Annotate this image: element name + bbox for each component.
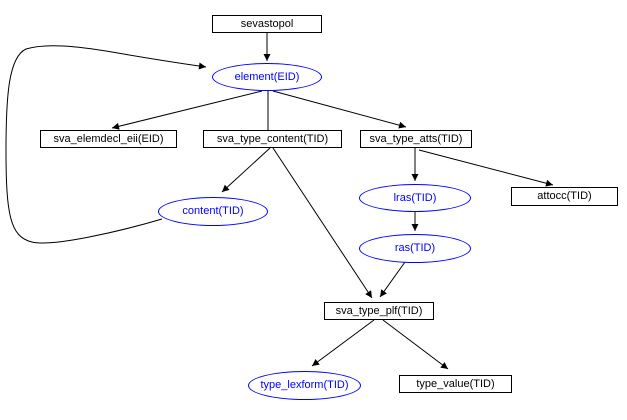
edge-sva_type_atts-attocc: [418, 149, 554, 187]
edge-sva_type_content-sva_type_plf: [272, 147, 373, 299]
node-sevastopol: sevastopol: [212, 15, 322, 33]
edge-sva_type_plf-type_lexform: [311, 319, 375, 367]
node-sva-type-plf: sva_type_plf(TID): [324, 302, 434, 320]
node-ras: ras(TID): [359, 234, 471, 263]
node-sva-type-content: sva_type_content(TID): [203, 130, 342, 148]
edge-sva_type_plf-type_value: [382, 319, 449, 370]
edge-sva_type_content-content: [221, 147, 271, 193]
node-content: content(TID): [158, 197, 268, 226]
node-type-lexform: type_lexform(TID): [248, 371, 361, 400]
node-type-value: type_value(TID): [399, 375, 512, 393]
node-element: element(EID): [212, 63, 322, 91]
edge-element-sva_type_atts: [272, 90, 407, 129]
edge-content-element: [5, 45, 207, 244]
node-sva-type-atts: sva_type_atts(TID): [360, 130, 472, 148]
node-attocc: attocc(TID): [511, 187, 618, 206]
edge-ras-sva_type_plf: [379, 261, 406, 298]
edge-element-sva_elemdecl_eii: [111, 90, 263, 130]
node-lras: lras(TID): [359, 184, 471, 212]
node-sva-elemdecl-eii: sva_elemdecl_eii(EID): [40, 130, 177, 148]
